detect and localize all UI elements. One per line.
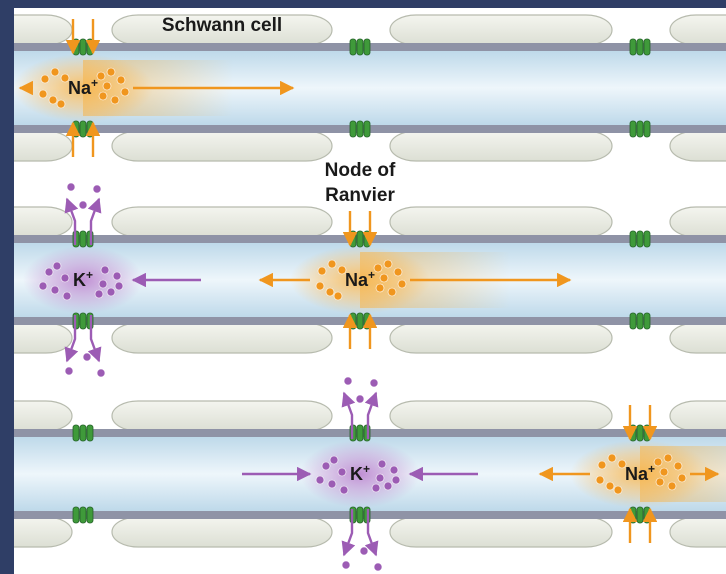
potassium-efflux-arrow (364, 391, 379, 439)
node-of-ranvier-label-line2: Ranvier (325, 185, 395, 206)
sodium-ions (595, 453, 687, 495)
schwann-cell-bottom (669, 130, 726, 162)
schwann-cell-bottom (111, 130, 333, 162)
potassium-efflux-arrow (341, 509, 356, 557)
axon-panel-3: Na+ K+ (0, 376, 726, 572)
sodium-ions (38, 67, 130, 109)
potassium-ions (315, 455, 401, 495)
ion-channel-bottom (629, 312, 651, 330)
node-of-ranvier-label-line1: Node of (325, 160, 396, 181)
potassium-ion-outside (82, 352, 92, 362)
ion-channel-top (72, 38, 94, 56)
schwann-cell-label: Schwann cell (162, 15, 282, 36)
schwann-cell-top (111, 206, 333, 238)
ion-channel-top (629, 230, 651, 248)
potassium-efflux-arrow (64, 315, 79, 363)
ion-channel-top (349, 230, 371, 248)
ion-channel-top (349, 38, 371, 56)
sodium-label: Na+ (625, 462, 655, 484)
axon-panel-1: Na+ (0, 14, 726, 162)
potassium-ion-outside (355, 394, 365, 404)
ion-channel-top (72, 424, 94, 442)
sodium-label: Na+ (68, 76, 98, 98)
potassium-ion-outside (96, 368, 106, 378)
potassium-label: K+ (350, 462, 370, 484)
sodium-ions (315, 259, 407, 301)
potassium-ion-outside (78, 200, 88, 210)
ion-channel-bottom (72, 120, 94, 138)
potassium-ion-outside (359, 546, 369, 556)
schwann-cell-top (669, 400, 726, 432)
schwann-cell-top (111, 400, 333, 432)
schwann-cell-bottom (389, 516, 613, 548)
schwann-cell-bottom (389, 322, 613, 354)
ion-channel-top (629, 424, 651, 442)
potassium-ion-outside (92, 184, 102, 194)
schwann-cell-bottom (111, 516, 333, 548)
schwann-cell-bottom (669, 322, 726, 354)
potassium-ions (38, 261, 124, 301)
potassium-efflux-arrow (364, 509, 379, 557)
potassium-efflux-arrow (87, 197, 102, 245)
schwann-cell-top (669, 14, 726, 46)
potassium-ion-outside (369, 378, 379, 388)
schwann-cell-top (669, 206, 726, 238)
ion-channel-bottom (349, 312, 371, 330)
schwann-cell-top (389, 400, 613, 432)
schwann-cell-top (389, 206, 613, 238)
axon-panel-2: Na+ K+ (0, 182, 726, 378)
ion-channel-top (629, 38, 651, 56)
schwann-cell-top (389, 14, 613, 46)
ion-channel-bottom (629, 506, 651, 524)
ion-channel-bottom (629, 120, 651, 138)
schwann-cell-bottom (111, 322, 333, 354)
potassium-ion-outside (64, 366, 74, 376)
sodium-label: Na+ (345, 268, 375, 290)
potassium-ion-outside (343, 376, 353, 386)
potassium-efflux-arrow (64, 197, 79, 245)
ion-channel-bottom (72, 506, 94, 524)
schwann-cell-bottom (389, 130, 613, 162)
ion-channel-bottom (349, 120, 371, 138)
potassium-ion-outside (373, 562, 383, 572)
potassium-glow (300, 440, 420, 508)
top-frame-border (0, 0, 726, 8)
potassium-label: K+ (73, 268, 93, 290)
potassium-ion-outside (341, 560, 351, 570)
potassium-ion-outside (66, 182, 76, 192)
potassium-efflux-arrow (341, 391, 356, 439)
potassium-efflux-arrow (87, 315, 102, 363)
left-frame-border (0, 0, 14, 574)
potassium-glow (23, 246, 143, 314)
schwann-cell-bottom (669, 516, 726, 548)
